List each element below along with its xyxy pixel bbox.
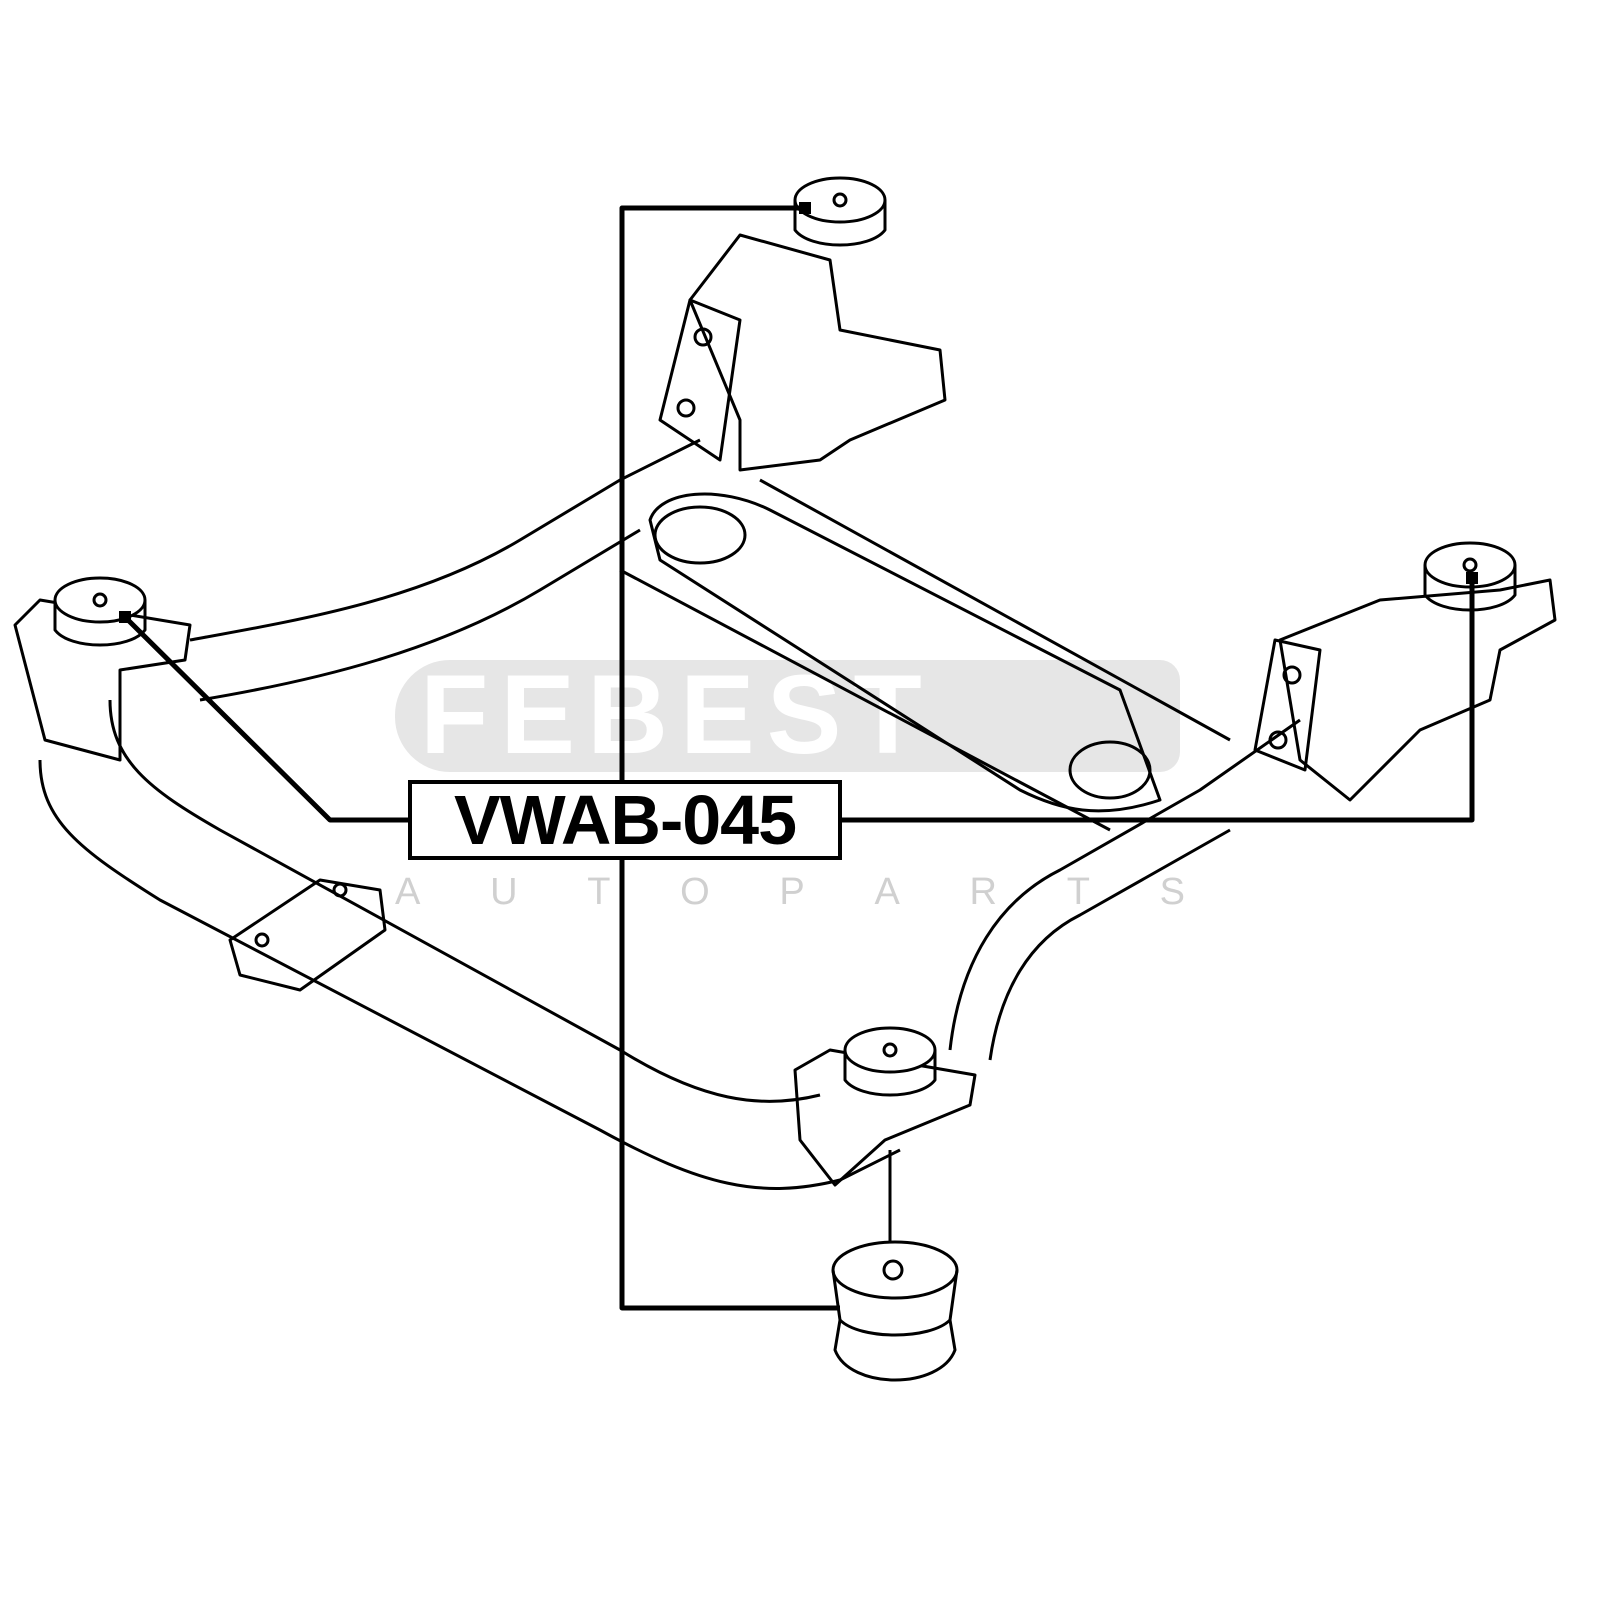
wm-letter: U [490,871,518,913]
leader-lines [123,205,1475,1311]
bushing-exploded [831,1240,959,1382]
leader-dots [119,202,1478,623]
bushing-top [793,176,887,247]
rear-crossmember-inner [619,568,1111,832]
watermark-background [395,660,1180,772]
left-rail-inner [199,528,641,702]
left-rail [189,438,701,642]
front-crossmember-inner [108,699,821,1103]
right-rail-inner [988,828,1231,1061]
front-crossmember [38,759,901,1190]
top-mount-plate [658,298,742,462]
wm-letter: R [969,871,997,913]
right-rail [948,718,1301,1051]
rear-crossmember [759,478,1231,742]
watermark-subtitle: A U T O P A R T S [395,872,1185,912]
bushing-left [53,576,147,647]
wm-letter: A [395,871,421,913]
part-number-label: VWAB-045 [408,780,842,860]
plate-hole [653,505,747,565]
wm-letter: S [1159,871,1185,913]
plate-hole [1068,740,1152,800]
wm-letter: T [587,871,611,913]
left-bracket [13,598,192,762]
top-bracket [688,233,947,472]
wm-letter: A [874,871,900,913]
bushing-front [843,1026,937,1097]
right-bracket [1278,578,1557,802]
watermark-brand: FEBEST [420,660,934,770]
wm-letter: T [1066,871,1090,913]
front-left-bracket [228,878,387,992]
center-plate [648,492,1162,813]
right-mount-plate [1253,638,1322,772]
wm-letter: P [779,871,805,913]
wm-letter: O [680,871,710,913]
